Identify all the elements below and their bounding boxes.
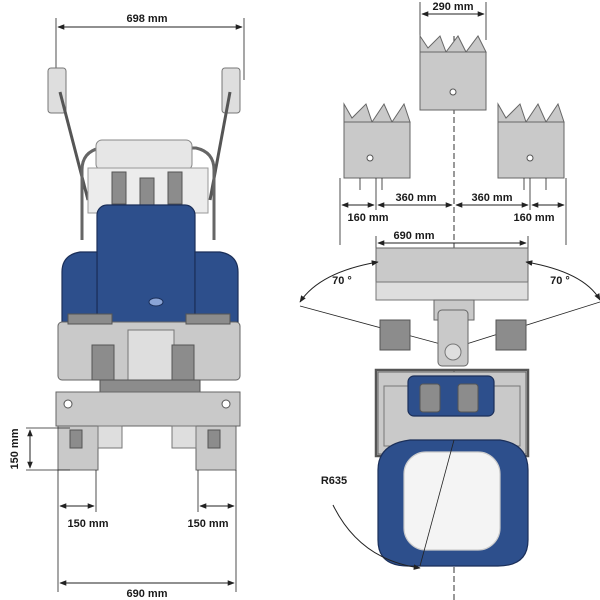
top-seat bbox=[403, 451, 501, 551]
front-top-width-label: 698 mm bbox=[127, 13, 168, 25]
front-seat bbox=[96, 204, 196, 331]
front-right-track-label: 150 mm bbox=[188, 518, 229, 530]
front-view: 698 mm bbox=[9, 13, 245, 600]
swing-right-label: 70 ° bbox=[550, 275, 570, 287]
front-left-track-label: 150 mm bbox=[68, 518, 109, 530]
front-bottom-width-label: 690 mm bbox=[127, 588, 168, 600]
offset-right-label: 360 mm bbox=[472, 192, 513, 204]
side-right-label: 160 mm bbox=[514, 212, 555, 224]
front-blade bbox=[55, 391, 241, 427]
blade-width-label: 690 mm bbox=[394, 230, 435, 242]
right-mirror bbox=[221, 67, 241, 114]
radius-label: R635 bbox=[321, 475, 347, 487]
front-track-height-label: 150 mm bbox=[9, 428, 21, 469]
top-view: 290 mm 360 mm 360 mm bbox=[299, 1, 600, 600]
bucket-width-label: 290 mm bbox=[433, 1, 474, 13]
offset-left-label: 360 mm bbox=[396, 192, 437, 204]
side-left-label: 160 mm bbox=[348, 212, 389, 224]
swing-left-label: 70 ° bbox=[332, 275, 352, 287]
bucket-right bbox=[497, 102, 565, 190]
bucket-left bbox=[343, 102, 411, 190]
bucket-center bbox=[419, 34, 487, 111]
